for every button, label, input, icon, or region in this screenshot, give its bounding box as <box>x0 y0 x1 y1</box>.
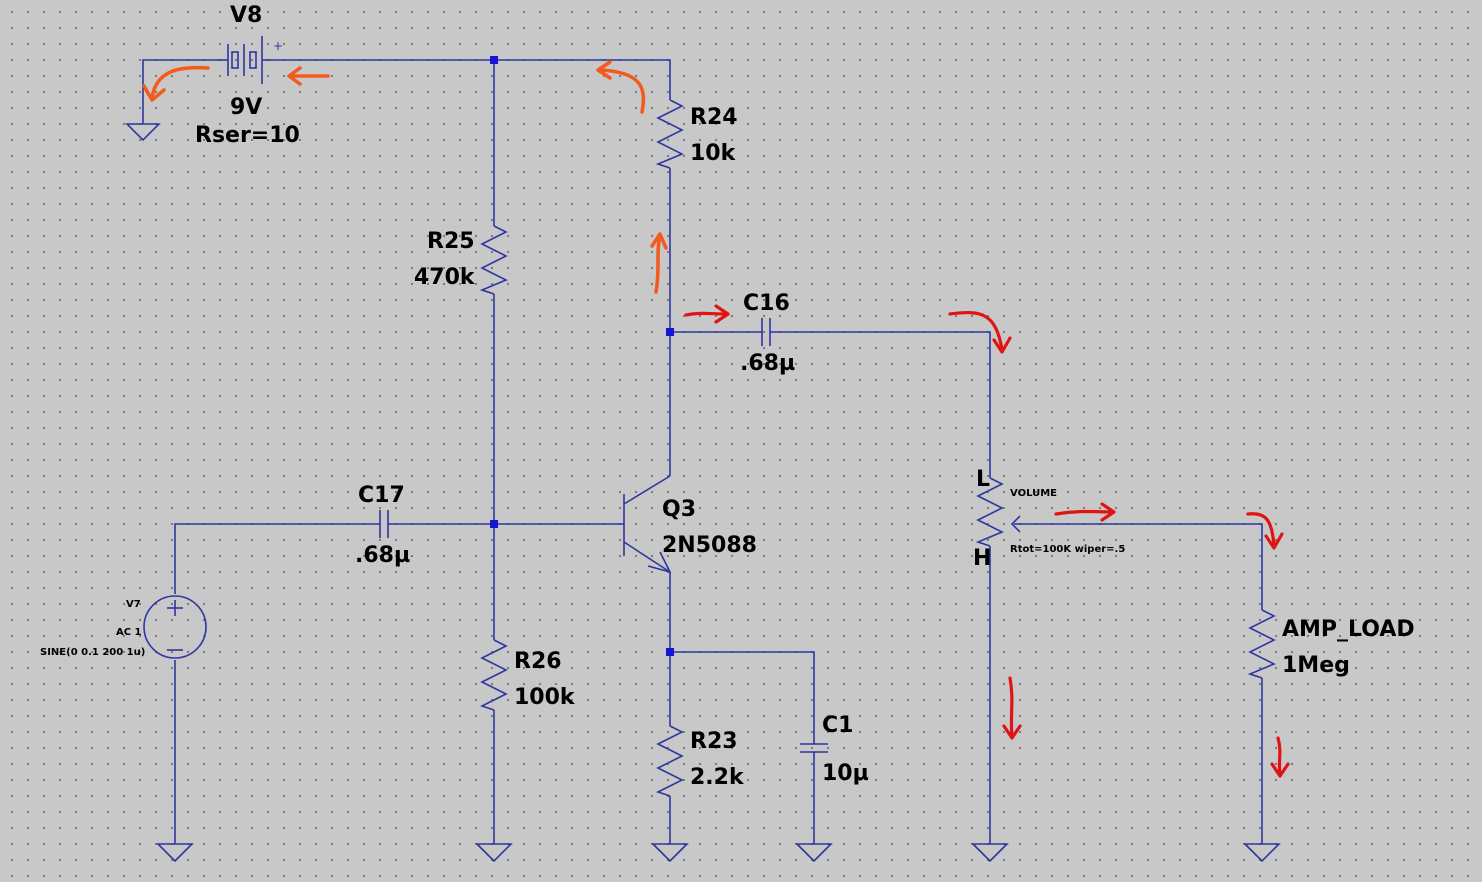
node-emitter <box>666 648 674 656</box>
v7-ac: AC 1 <box>116 627 142 638</box>
r25-name: R25 <box>427 229 475 254</box>
r24-value: 10k <box>690 141 737 166</box>
ground-icon <box>795 843 833 863</box>
arrow-icon <box>650 232 668 294</box>
resistor-r24[interactable] <box>655 99 684 169</box>
r23-value: 2.2k <box>690 765 745 790</box>
ground-icon <box>971 843 1009 863</box>
junction-nodes <box>490 56 674 656</box>
ground-icon <box>125 123 161 142</box>
v7-value: SINE(0 0.1 200 1u) <box>40 647 145 658</box>
arrow-icon <box>1246 512 1284 550</box>
node-top-r25 <box>490 56 498 64</box>
r23-name: R23 <box>690 729 738 754</box>
pot-name: VOLUME <box>1010 488 1057 499</box>
pot-pin-h: H <box>973 546 991 571</box>
arrow-icon <box>684 304 730 324</box>
capacitor-c16[interactable] <box>761 318 771 346</box>
v8-name: V8 <box>230 3 262 28</box>
wire-c17-left <box>174 523 380 594</box>
arrow-icon <box>596 60 646 114</box>
v7-name: V7 <box>126 599 141 610</box>
pot-param: Rtot=100K wiper=.5 <box>1010 544 1125 555</box>
ground-icon <box>651 843 689 863</box>
wire-top-rail <box>272 59 671 100</box>
ground-symbols <box>125 123 1281 863</box>
capacitor-c17[interactable] <box>379 510 389 538</box>
c17-value: .68µ <box>355 543 410 568</box>
battery-v8[interactable]: + <box>218 36 283 84</box>
r26-name: R26 <box>514 649 562 674</box>
annotation-arrows-orange <box>142 60 668 294</box>
node-base <box>490 520 498 528</box>
wires <box>142 59 1263 844</box>
arrow-icon <box>1270 736 1290 778</box>
c1-name: C1 <box>822 713 853 738</box>
wire-wiper <box>1014 523 1263 610</box>
v8-param: Rser=10 <box>195 123 300 148</box>
battery-plus-sign: + <box>273 39 283 53</box>
wiper-arrow-icon <box>1010 515 1021 533</box>
ground-icon <box>156 843 194 863</box>
arrow-icon <box>1002 676 1022 740</box>
resistor-r26[interactable] <box>479 639 508 711</box>
pot-pin-l: L <box>976 467 990 492</box>
r24-name: R24 <box>690 105 738 130</box>
arrow-icon <box>287 66 330 86</box>
potentiometer-volume[interactable] <box>975 477 1021 547</box>
arrow-icon <box>1054 502 1116 522</box>
annotation-arrows-red <box>684 304 1290 778</box>
resistor-r23[interactable] <box>655 725 684 797</box>
voltage-source-v7[interactable] <box>143 595 207 659</box>
wire-battery-ground <box>142 59 218 124</box>
amp-load-name: AMP_LOAD <box>1282 617 1415 642</box>
resistor-amp-load[interactable] <box>1247 609 1276 679</box>
r25-value: 470k <box>414 265 476 290</box>
wire-c1 <box>670 651 815 744</box>
ground-icon <box>475 843 513 863</box>
v8-value: 9V <box>230 95 262 120</box>
arrow-icon <box>142 65 210 102</box>
arrow-icon <box>948 310 1012 354</box>
node-collector <box>666 328 674 336</box>
c1-value: 10µ <box>822 761 869 786</box>
q3-value: 2N5088 <box>662 533 757 558</box>
wire-c16-right <box>770 331 991 478</box>
c16-name: C16 <box>743 291 790 316</box>
amp-load-value: 1Meg <box>1282 653 1350 678</box>
capacitor-c1[interactable] <box>800 743 828 753</box>
emitter-arrow-icon <box>647 551 672 574</box>
transistor-q3[interactable] <box>623 475 672 574</box>
q3-name: Q3 <box>662 497 696 522</box>
c16-value: .68µ <box>740 351 795 376</box>
resistor-r25[interactable] <box>479 225 508 295</box>
c17-name: C17 <box>358 483 405 508</box>
ground-icon <box>1243 843 1281 863</box>
r26-value: 100k <box>514 685 576 710</box>
